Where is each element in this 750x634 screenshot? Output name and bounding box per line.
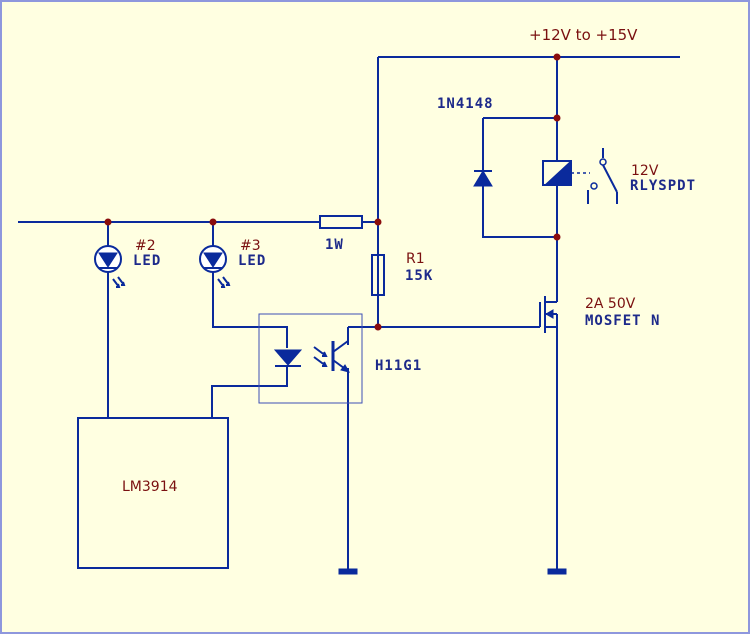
diode-label: 1N4148 — [437, 96, 494, 112]
ground-symbol-mosfet — [547, 568, 567, 575]
led3-to-opto-wire — [212, 272, 288, 348]
relay-voltage-label: 12V — [631, 163, 659, 179]
diode-1n4148 — [473, 170, 493, 187]
relay-rlyspdt — [542, 148, 618, 204]
resistor-1w-label: 1W — [325, 237, 344, 253]
optocoupler-label: H11G1 — [375, 358, 422, 374]
led2-type-label: LED — [133, 253, 161, 269]
supply-label: +12V to +15V — [529, 26, 638, 44]
mosfet-type-label: MOSFET N — [585, 313, 660, 329]
ic-label: LM3914 — [122, 479, 178, 495]
led2-number-label: #2 — [135, 238, 156, 254]
lm3914-ic-box — [77, 417, 229, 569]
resistor-r1 — [371, 254, 385, 296]
ground-symbol-opto — [338, 568, 358, 575]
optocoupler-h11g1 — [258, 313, 363, 404]
wires — [18, 56, 680, 572]
led-2 — [94, 245, 126, 288]
led3-type-label: LED — [238, 253, 266, 269]
optocoupler-box — [258, 313, 363, 404]
diode-loop-wire — [482, 118, 557, 238]
r1-name-label: R1 — [406, 251, 425, 267]
led3-number-label: #3 — [240, 238, 261, 254]
opto-to-ic-wire — [211, 367, 288, 418]
mosfet-rating-label: 2A 50V — [585, 296, 636, 312]
r1-value-label: 15K — [405, 268, 433, 284]
resistor-1w — [319, 215, 363, 229]
relay-switch-arm — [602, 164, 618, 193]
junction-nodes — [104, 53, 561, 331]
mosfet-n — [539, 296, 558, 333]
led-3 — [199, 245, 231, 288]
relay-type-label: RLYSPDT — [630, 178, 696, 194]
